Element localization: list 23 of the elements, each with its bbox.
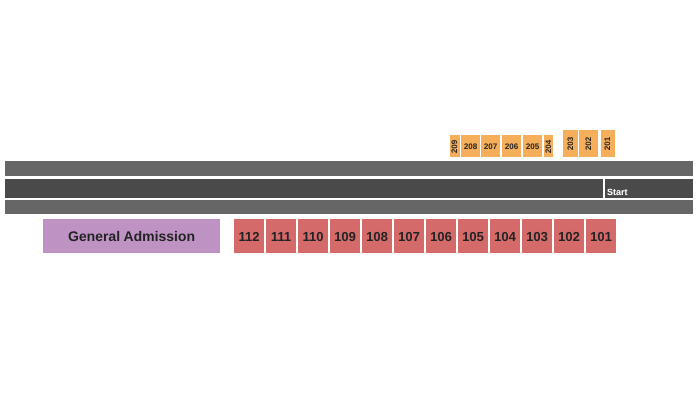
seating-section: 206 — [502, 135, 521, 157]
seating-section: 105 — [458, 219, 488, 253]
seating-section: 112 — [234, 219, 264, 253]
seating-section: 109 — [330, 219, 360, 253]
seating-section: 111 — [266, 219, 296, 253]
seating-section: 108 — [362, 219, 392, 253]
seating-section: 205 — [523, 135, 542, 157]
seating-section: 209 — [450, 135, 460, 157]
general-admission-area: General Admission — [43, 219, 220, 253]
seating-section: 102 — [554, 219, 584, 253]
seating-section: 104 — [490, 219, 520, 253]
seating-section: 208 — [461, 135, 480, 157]
seating-section: 106 — [426, 219, 456, 253]
seating-section: 204 — [544, 135, 553, 157]
seating-section: 110 — [298, 219, 328, 253]
seating-section: 201 — [601, 130, 615, 157]
start-area: Start — [604, 179, 693, 198]
seating-section: 202 — [579, 130, 598, 157]
seating-section: 101 — [586, 219, 616, 253]
seating-section: 107 — [394, 219, 424, 253]
seating-section: 207 — [481, 135, 500, 157]
seating-section: 103 — [522, 219, 552, 253]
seating-section: 203 — [563, 130, 578, 157]
